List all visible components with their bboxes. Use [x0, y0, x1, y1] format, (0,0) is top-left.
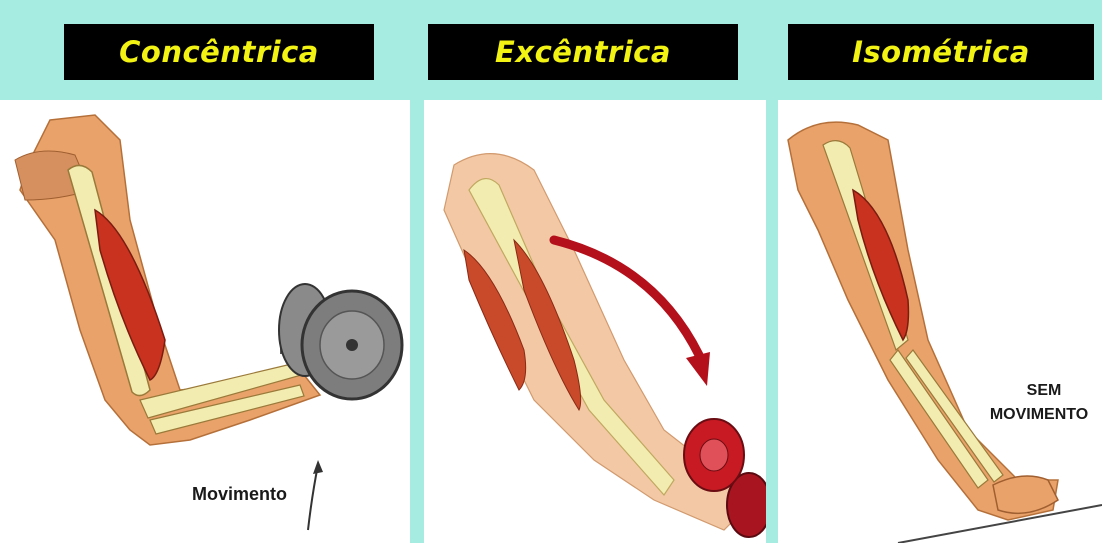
title-concentrica: Concêntrica: [119, 35, 319, 69]
title-box-isometrica: Isométrica: [788, 24, 1094, 80]
red-weight-inner: [700, 439, 728, 471]
title-isometrica: Isométrica: [852, 35, 1030, 69]
panel-excentrica: [424, 100, 766, 543]
title-box-concentrica: Concêntrica: [64, 24, 374, 80]
label-movimento: Movimento: [192, 484, 287, 505]
upward-arrow-head: [313, 460, 323, 474]
panel-concentrica: Movimento: [0, 100, 410, 543]
arm-skin: [788, 122, 1058, 520]
red-arrow-head: [686, 352, 710, 386]
panel-isometrica: SEM MOVIMENTO: [778, 100, 1102, 543]
isometric-arm-illustration: [778, 100, 1102, 543]
label-movimento-iso: MOVIMENTO: [976, 406, 1102, 424]
dumbbell-hub: [346, 339, 358, 351]
title-box-excentrica: Excêntrica: [428, 24, 738, 80]
title-excentrica: Excêntrica: [495, 35, 671, 69]
upward-arrow: [308, 465, 318, 530]
concentric-arm-illustration: [0, 100, 410, 543]
label-sem: SEM: [1004, 382, 1084, 400]
eccentric-arm-illustration: [424, 100, 766, 543]
